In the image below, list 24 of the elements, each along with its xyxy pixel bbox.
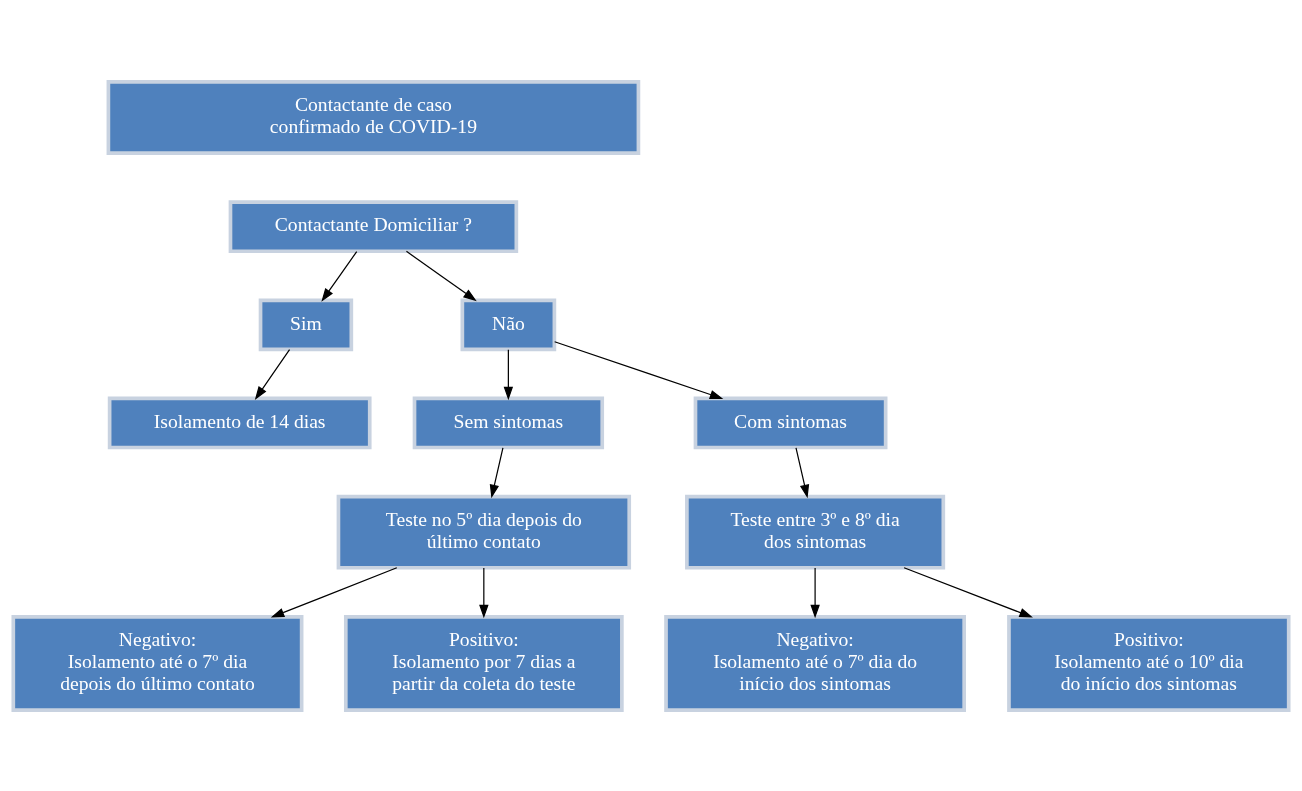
node-box: Teste no 5º dia depois do último contato bbox=[336, 494, 632, 570]
arrow bbox=[489, 446, 504, 498]
arrow bbox=[321, 250, 358, 302]
arrow bbox=[903, 566, 1033, 618]
node-box: Teste entre 3º e 8º dia dos sintomas bbox=[685, 494, 946, 570]
arrow bbox=[270, 566, 398, 618]
arrow bbox=[479, 566, 489, 618]
node-box: Com sintomas bbox=[693, 396, 888, 449]
arrow bbox=[795, 446, 810, 498]
node-box: Sim bbox=[258, 297, 354, 351]
arrow bbox=[254, 348, 291, 400]
arrow bbox=[503, 348, 514, 400]
arrow bbox=[810, 566, 820, 618]
node-box: Positivo: Isolamento por 7 dias a partir da coleta do teste bbox=[343, 614, 624, 712]
arrow bbox=[405, 250, 477, 301]
node-box: Sem sintomas bbox=[412, 396, 605, 449]
node-box: Não bbox=[460, 297, 557, 351]
node-box: Negativo: Isolamento até o 7º dia do início dos sintomas bbox=[664, 614, 966, 712]
node-box: Negativo: Isolamento até o 7º dia depois do último contato bbox=[11, 614, 304, 712]
node-box: Isolamento de 14 dias bbox=[107, 396, 372, 449]
node-box: Contactante Domiciliar ? bbox=[228, 199, 519, 253]
arrow bbox=[554, 340, 724, 399]
node-box: Positivo: Isolamento até o 10º dia do início dos sintomas bbox=[1007, 614, 1291, 712]
node-box: Contactante de caso confirmado de COVID-19 bbox=[106, 79, 641, 155]
